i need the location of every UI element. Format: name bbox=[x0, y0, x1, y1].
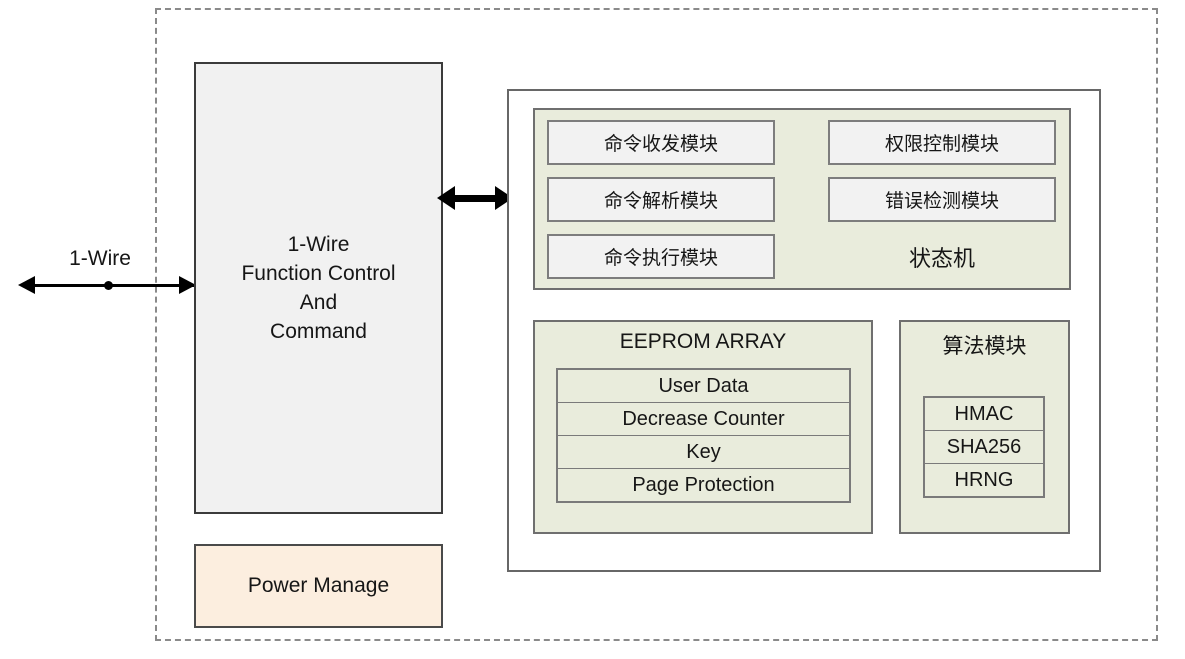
junction-dot-icon bbox=[104, 281, 113, 290]
power-manage-label: Power Manage bbox=[247, 574, 390, 597]
module-command-parse: 命令解析模块 bbox=[547, 177, 775, 222]
algorithm-label: HMAC bbox=[954, 402, 1014, 425]
module-error-detection-label: 错误检测模块 bbox=[884, 191, 999, 212]
module-error-detection: 错误检测模块 bbox=[828, 177, 1056, 222]
algorithm-module-title: 算法模块 bbox=[942, 335, 1027, 358]
eeprom-region-row: Decrease Counter bbox=[558, 403, 849, 436]
eeprom-region-label: Decrease Counter bbox=[622, 407, 785, 430]
eeprom-region-list: User Data Decrease Counter Key Page Prot… bbox=[556, 368, 851, 503]
module-command-execute-label: 命令执行模块 bbox=[603, 248, 718, 269]
algorithm-row: HMAC bbox=[925, 398, 1043, 431]
module-command-parse-label: 命令解析模块 bbox=[603, 191, 718, 212]
module-command-transceive-label: 命令收发模块 bbox=[603, 134, 718, 155]
algorithm-row: SHA256 bbox=[925, 431, 1043, 464]
external-bus-arrow-left-icon bbox=[18, 276, 35, 294]
power-manage-block: Power Manage bbox=[194, 544, 443, 628]
algorithm-label: HRNG bbox=[954, 468, 1014, 491]
eeprom-region-row: Page Protection bbox=[558, 469, 849, 501]
state-machine-label: 状态机 bbox=[908, 245, 975, 271]
algorithm-row: HRNG bbox=[925, 464, 1043, 496]
module-command-transceive: 命令收发模块 bbox=[547, 120, 775, 165]
eeprom-array-title: EEPROM ARRAY bbox=[619, 330, 787, 353]
eeprom-region-label: Key bbox=[686, 440, 721, 463]
chip-boundary-dashed-outline bbox=[155, 8, 1158, 641]
algorithm-label: SHA256 bbox=[946, 435, 1022, 458]
onewire-function-control-block: 1-Wire Function Control And Command bbox=[194, 62, 443, 514]
external-bus-label: 1-Wire bbox=[69, 247, 131, 270]
algorithm-list: HMAC SHA256 HRNG bbox=[923, 396, 1045, 498]
external-bus-arrow-right-icon bbox=[179, 276, 196, 294]
eeprom-region-row: Key bbox=[558, 436, 849, 469]
module-command-execute: 命令执行模块 bbox=[547, 234, 775, 279]
eeprom-region-label: User Data bbox=[658, 374, 749, 397]
eeprom-region-row: User Data bbox=[558, 370, 849, 403]
state-machine-label-wrap: 状态机 bbox=[828, 234, 1056, 279]
interconnect-arrow-left-icon bbox=[437, 186, 455, 210]
module-permission-control-label: 权限控制模块 bbox=[884, 134, 999, 155]
module-permission-control: 权限控制模块 bbox=[828, 120, 1056, 165]
onewire-function-control-label: 1-Wire Function Control And Command bbox=[241, 233, 396, 343]
eeprom-region-label: Page Protection bbox=[632, 473, 775, 496]
interconnect-arrow-line bbox=[449, 195, 503, 202]
